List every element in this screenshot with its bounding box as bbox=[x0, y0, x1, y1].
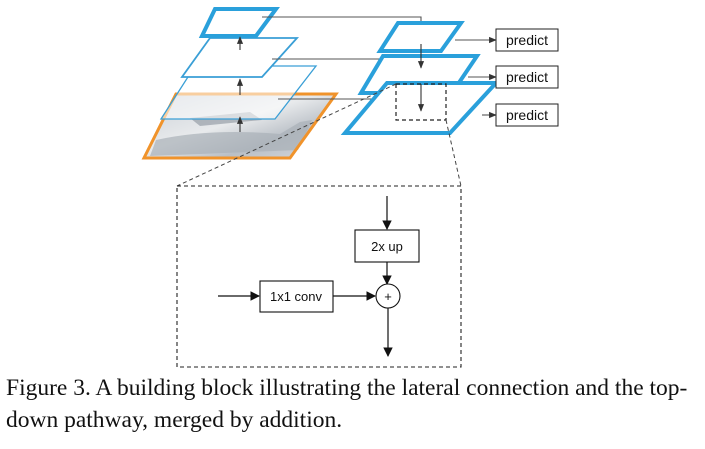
upsample-box bbox=[354, 229, 420, 263]
building-block-detail: 2x up 1x1 conv + bbox=[176, 185, 462, 368]
predict-heads: predict predict predict bbox=[455, 28, 559, 127]
top-down-level-3 bbox=[376, 21, 465, 53]
addition-symbol: + bbox=[384, 289, 392, 304]
predict-box bbox=[495, 103, 559, 127]
predict-label: predict bbox=[506, 107, 548, 123]
predict-box bbox=[495, 65, 559, 89]
lateral-conv-label: 1x1 conv bbox=[270, 289, 323, 304]
predict-label: predict bbox=[506, 69, 548, 85]
lateral-conv-box bbox=[259, 280, 334, 313]
bottom-up-pathway bbox=[141, 7, 339, 160]
bottom-up-level-1 bbox=[159, 65, 318, 120]
upsample-label: 2x up bbox=[371, 239, 403, 254]
fpn-building-block-diagram: predict predict predict 2x up 1x1 conv + bbox=[141, 7, 559, 368]
bottom-up-level-2 bbox=[180, 37, 300, 78]
figure-caption: Figure 3. A building block illustrating … bbox=[6, 375, 688, 433]
focus-region-box bbox=[395, 83, 447, 121]
top-down-pathway bbox=[340, 21, 501, 135]
bottom-up-level-3 bbox=[198, 7, 280, 38]
zoom-connectors bbox=[176, 83, 462, 187]
predict-box bbox=[495, 28, 559, 52]
predict-label: predict bbox=[506, 32, 548, 48]
building-block-frame bbox=[176, 185, 462, 368]
